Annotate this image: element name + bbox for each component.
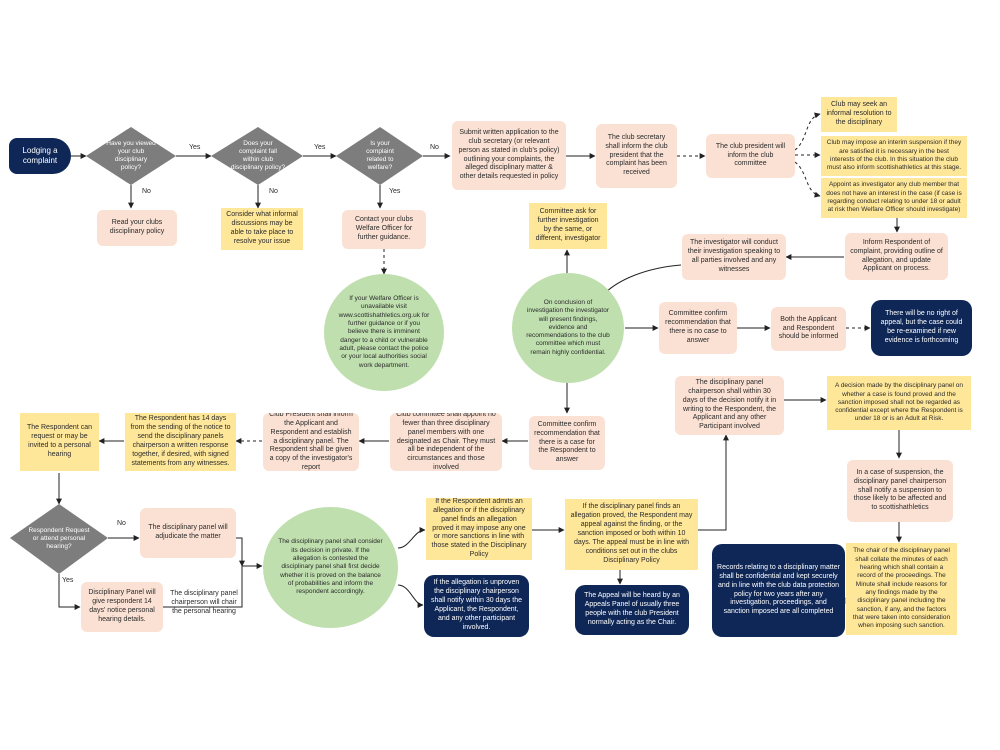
node-case-to-answer: Committee confirm recommendation that th…: [529, 416, 605, 470]
node-no-case-to-answer: Committee confirm recommendation that th…: [659, 302, 737, 354]
node-panel-consider: The disciplinary panel shall consider it…: [263, 507, 398, 628]
node-contact-welfare: Contact your clubs Welfare Officer for f…: [342, 210, 426, 249]
node-panel-adjudicate: The disciplinary panel will adjudicate t…: [140, 508, 236, 558]
label-no-3: No: [430, 144, 439, 151]
node-no-right-of-appeal: There will be no right of appeal, but th…: [871, 300, 972, 356]
edge-president-informal: [794, 112, 821, 151]
label-yes-2: Yes: [314, 144, 326, 151]
node-suspension-notify: In a case of suspension, the disciplinar…: [847, 460, 953, 522]
node-president-establish-panel: Club President shall inform the Applican…: [263, 413, 359, 471]
edge-consider-unproven: [397, 584, 424, 608]
node-investigator-conduct: The investigator will conduct their inve…: [682, 234, 786, 280]
node-submit-application: Submit written application to the club s…: [452, 121, 566, 190]
node-appeal-heard: The Appeal will be heard by an Appeals P…: [575, 585, 689, 635]
node-respondent-request-hearing: The Respondent can request or may be inv…: [20, 413, 99, 471]
node-secretary-inform: The club secretary shall inform the club…: [596, 124, 677, 188]
label-yes-1: Yes: [189, 144, 201, 151]
label-yes-3: Yes: [389, 188, 401, 195]
node-decision-confidential: A decision made by the disciplinary pane…: [827, 376, 971, 430]
node-both-informed: Both the Applicant and Respondent should…: [771, 307, 846, 351]
decision-welfare-related: Is your complaint related to welfare?: [366, 139, 394, 172]
edge-adjudicate-consider: [236, 537, 245, 567]
text-chair-personal-hearing: The disciplinary panel chairperson will …: [170, 590, 238, 615]
node-president-inform: The club president will inform the club …: [706, 134, 795, 178]
node-notify-30-days: The disciplinary panel chairperson shall…: [675, 376, 784, 435]
node-inform-respondent: Inform Respondent of complaint, providin…: [845, 233, 948, 280]
node-appoint-panel: Club committee shall appoint no fewer th…: [390, 413, 502, 471]
node-appoint-investigator: Appoint as investigator any club member …: [821, 178, 967, 218]
node-panel-notice: Disciplinary Panel will give respondent …: [81, 582, 163, 632]
edge-investigator-conclusion: [603, 264, 682, 295]
node-read-policy: Read your clubs disciplinary policy: [97, 210, 177, 246]
node-investigation-conclusion: On conclusion of investigation the inves…: [512, 273, 624, 383]
node-informal-resolution: Club may seek an informal resolution to …: [821, 97, 897, 132]
node-respondent-admits: If the Respondent admits an allegation o…: [426, 498, 532, 560]
node-informal-discussions: Consider what informal discussions may b…: [221, 208, 303, 250]
node-interim-suspension: Club may impose an interim suspension if…: [821, 136, 967, 176]
start-node-lodging-complaint: Lodging a complaint: [9, 138, 71, 174]
label-no-1: No: [142, 188, 151, 195]
label-no-4: No: [117, 520, 126, 527]
decision-viewed-policy: Have you viewed your club disciplinary p…: [106, 139, 156, 172]
node-chair-minutes: The chair of the disciplinary panel shal…: [846, 543, 957, 635]
node-records-confidential: Records relating to a disciplinary matte…: [712, 544, 845, 637]
node-respondent-14-days: The Respondent has 14 days from the send…: [125, 413, 236, 471]
node-allegation-unproven: If the allegation is unproven the discip…: [424, 575, 529, 637]
label-no-2: No: [269, 188, 278, 195]
decision-within-policy: Does your complaint fall within club dis…: [230, 139, 286, 172]
edge-consider-admits: [397, 527, 426, 549]
label-yes-4: Yes: [62, 577, 74, 584]
edge-president-appoint: [794, 161, 821, 198]
node-committee-ask: Committee ask for further investigation …: [529, 203, 607, 249]
decision-personal-hearing: Respondent Request or attend personal he…: [28, 526, 90, 551]
node-welfare-unavailable: If your Welfare Officer is unavailable v…: [324, 274, 444, 391]
node-appeal-proved: If the disciplinary panel finds an alleg…: [565, 499, 698, 570]
edge-appeal-notify: [698, 434, 729, 531]
